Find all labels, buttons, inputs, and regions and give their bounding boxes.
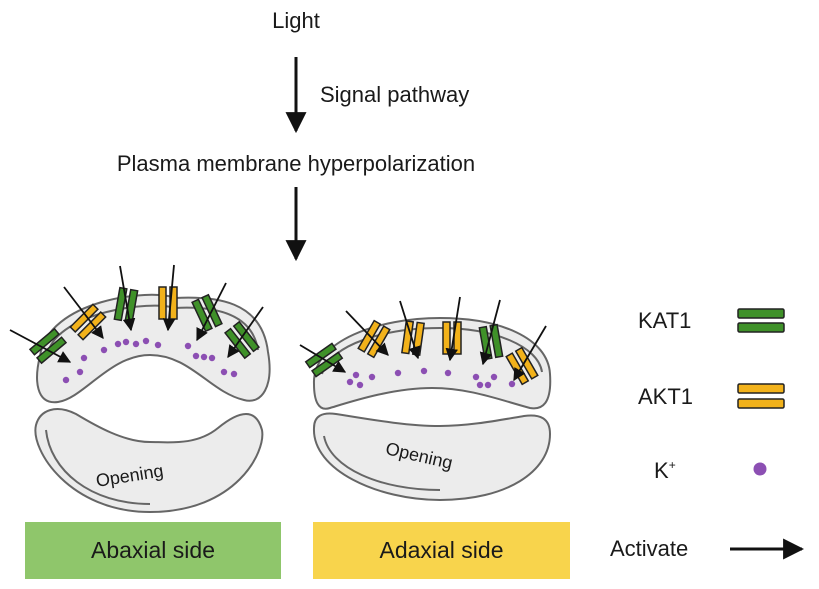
signal-pathway-label: Signal pathway [320,82,470,107]
abaxial-stoma [34,293,271,514]
activate-legend-label: Activate [610,536,689,561]
kat1-channel [28,327,68,365]
lower-cell-wall [45,429,151,505]
activation-arrow [445,296,461,362]
k-ion-symbol: K [654,458,669,483]
activation-arrow [119,265,136,332]
adaxial-stoma [312,316,552,502]
activation-arrow [227,306,264,359]
akt1-legend-label: AKT1 [638,384,694,409]
activation-arrow [399,300,421,360]
light-label: Light [272,8,320,33]
activation-arrow [345,310,389,356]
lower-guard-cell [34,408,264,514]
akt1-legend-symbol [737,383,785,409]
hyperpolarization-label: Plasma membrane hyperpolarization [116,151,476,176]
lower-cell-wall [323,435,441,491]
k-ion-dots [346,367,516,389]
k-ion-legend-label: K+ [654,459,676,482]
activation-arrow [162,264,176,332]
kat1-legend-label: KAT1 [638,308,692,333]
activation-arrow [513,325,547,382]
k-ion-dots [62,337,238,384]
k-ion-charge: + [668,458,676,472]
activation-arrow [479,299,501,366]
activation-arrow [299,344,347,373]
activation-arrow [63,286,104,340]
abaxial-side-box: Abaxial side [25,522,281,579]
adaxial-side-label: Adaxial side [379,537,504,563]
k-ion-legend-symbol [753,462,767,476]
upper-guard-cell [312,316,552,410]
adaxial-side-box: Adaxial side [313,522,570,579]
kat1-legend-symbol [737,308,785,333]
activation-arrow [196,282,227,342]
upper-cell-wall [321,326,543,375]
activation-arrow [9,329,72,363]
abaxial-side-label: Abaxial side [90,537,216,563]
lower-guard-cell [312,412,552,502]
